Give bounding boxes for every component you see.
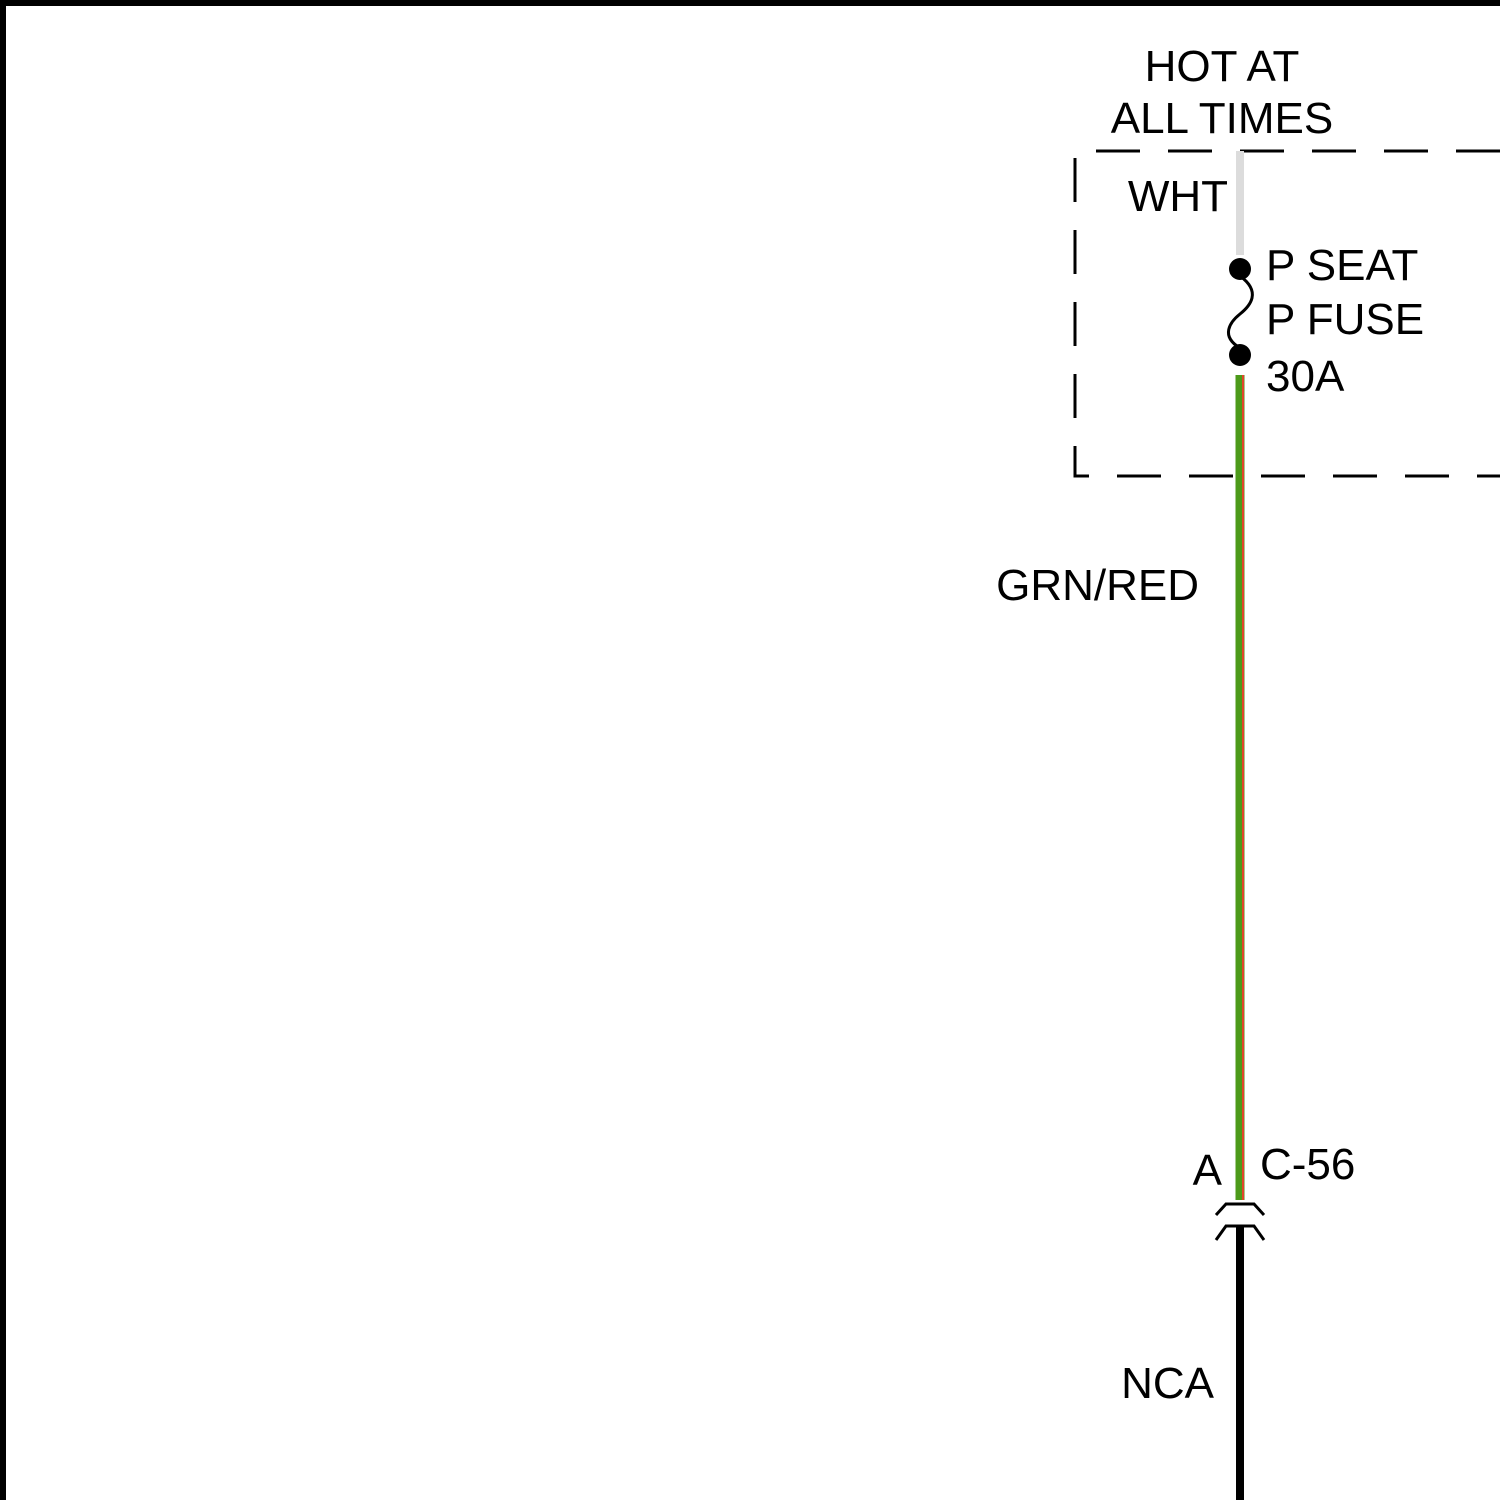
fuse-terminal-bottom (1229, 344, 1251, 366)
wht-wire-label: WHT (1128, 172, 1228, 221)
connector-id-label: C-56 (1260, 1140, 1355, 1189)
fuse-name-line2: P FUSE (1266, 295, 1424, 344)
fuse-name-line1: P SEAT (1266, 241, 1418, 290)
fuse-element (1228, 276, 1252, 348)
connector-symbol-upper (1216, 1204, 1264, 1215)
power-label-line1: HOT AT (1145, 42, 1300, 91)
lower-wire-label: NCA (1121, 1359, 1215, 1408)
power-label-line2: ALL TIMES (1111, 94, 1334, 143)
connector-pin-label: A (1193, 1146, 1223, 1195)
fuse-rating: 30A (1266, 352, 1345, 401)
wire-color-label: GRN/RED (996, 561, 1199, 610)
